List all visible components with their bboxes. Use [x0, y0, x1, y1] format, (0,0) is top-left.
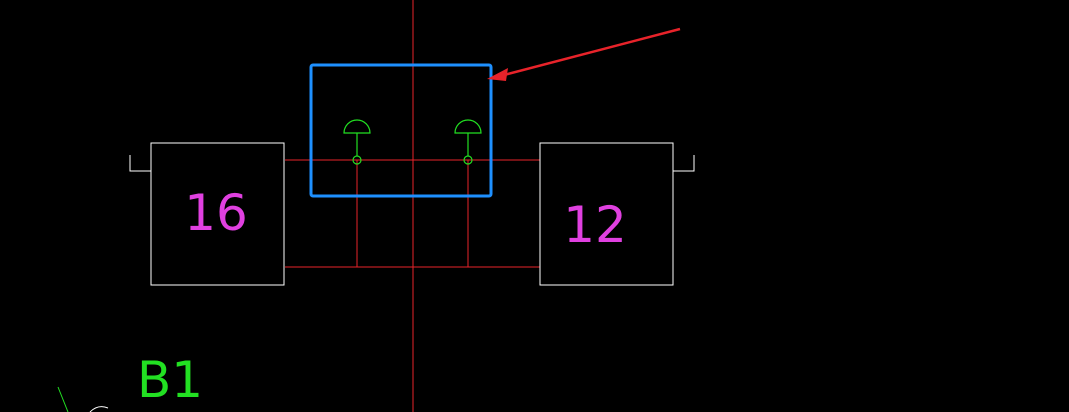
lamp-fixture-icon	[454, 119, 482, 165]
right-box-bracket	[673, 155, 695, 172]
left-box	[150, 142, 285, 286]
right-box	[539, 142, 674, 286]
lamp-fixture-icon	[343, 119, 371, 165]
bottom-label: B1	[137, 351, 203, 409]
bottom-left-fragment	[57, 386, 69, 412]
left-box-label: 16	[184, 184, 248, 242]
blue-highlight-frame	[309, 63, 493, 198]
arrow-icon	[487, 27, 681, 81]
left-box-bracket	[129, 155, 151, 172]
right-box-label: 12	[563, 196, 627, 254]
bottom-left-curve	[89, 406, 109, 412]
